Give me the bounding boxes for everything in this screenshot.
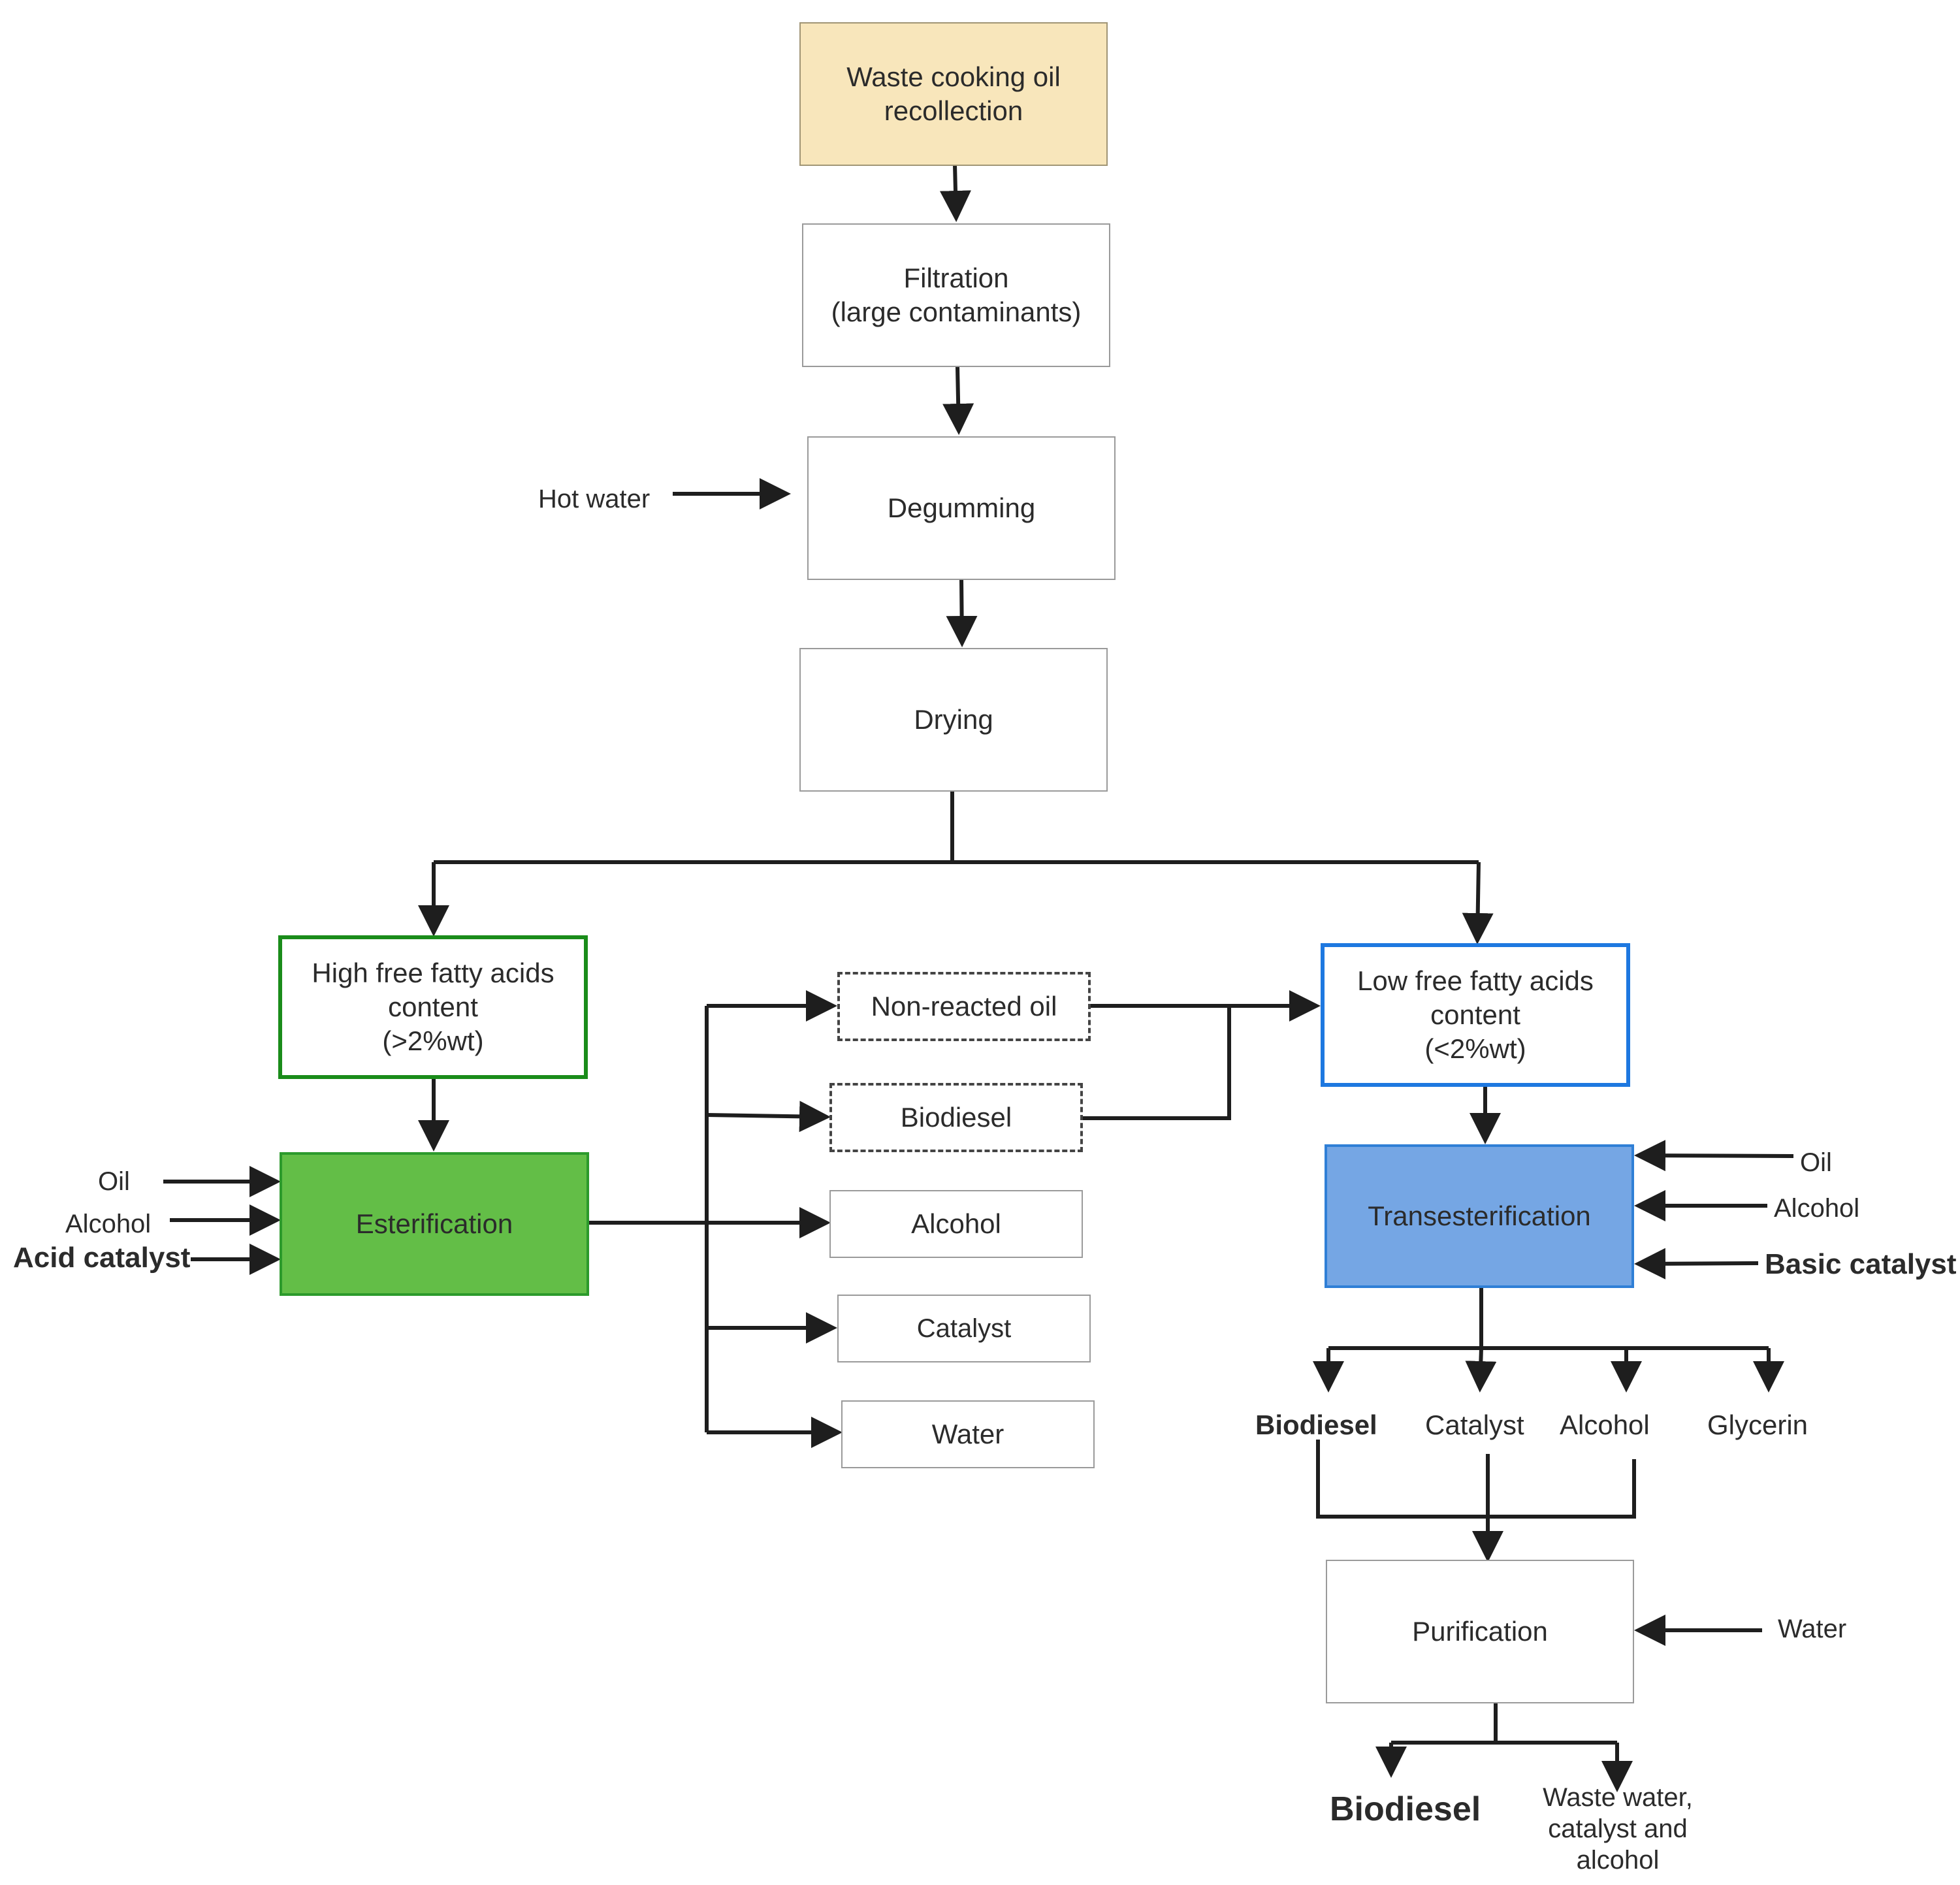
biodiesel-recycle-line (1082, 1006, 1231, 1120)
arrow-filtration-to-degumming (942, 366, 974, 435)
purification-box: Purification (1326, 1560, 1634, 1703)
alcohol-right-label: Alcohol (1774, 1194, 1860, 1223)
arrow-waste-to-filtration (939, 164, 971, 222)
low-ffa-box: Low free fatty acids content (<2%wt) (1321, 943, 1630, 1087)
arrow-basic-to-transesterification (1634, 1248, 1759, 1280)
hot-water-label: Hot water (538, 485, 651, 513)
arrow-to-biodiesel-mid (706, 1101, 831, 1133)
non-reacted-oil-box: Non-reacted oil (837, 972, 1091, 1041)
purification-merge (1316, 1440, 1636, 1519)
filtration-box: Filtration (large contaminants) (802, 223, 1110, 367)
arrow-oil-to-transesterification (1634, 1140, 1794, 1172)
basic-catalyst-label: Basic catalyst (1765, 1248, 1957, 1280)
glycerin-out-label: Glycerin (1707, 1410, 1808, 1440)
transesterification-box: Transesterification (1325, 1144, 1634, 1288)
arrow-to-catalyst-out (1465, 1347, 1497, 1393)
alcohol-out-label: Alcohol (1560, 1410, 1650, 1440)
oil-left-label: Oil (98, 1167, 130, 1196)
degumming-box: Degumming (807, 436, 1116, 580)
arrow-degumming-to-drying (946, 579, 978, 647)
alcohol-left-label: Alcohol (65, 1210, 152, 1238)
catalyst-mid-box: Catalyst (837, 1295, 1091, 1362)
alcohol-mid-box: Alcohol (829, 1190, 1083, 1258)
catalyst-out-label: Catalyst (1425, 1410, 1524, 1440)
water-mid-box: Water (841, 1400, 1095, 1468)
waste-oil-recollection-box: Waste cooking oil recollection (799, 22, 1108, 166)
esterification-box: Esterification (280, 1152, 589, 1296)
oil-right-label: Oil (1800, 1148, 1832, 1177)
acid-catalyst-label: Acid catalyst (13, 1242, 191, 1274)
drying-box: Drying (799, 648, 1108, 792)
biodiesel-mid-box: Biodiesel (829, 1083, 1083, 1152)
high-ffa-box: High free fatty acids content (>2%wt) (278, 935, 588, 1079)
biodiesel-final-label: Biodiesel (1330, 1790, 1481, 1828)
biodiesel-out-label: Biodiesel (1255, 1410, 1377, 1440)
arrow-split-to-low-ffa (1462, 862, 1494, 944)
water-right-label: Water (1778, 1615, 1847, 1643)
waste-water-label: Waste water, catalyst and alcohol (1543, 1783, 1693, 1875)
